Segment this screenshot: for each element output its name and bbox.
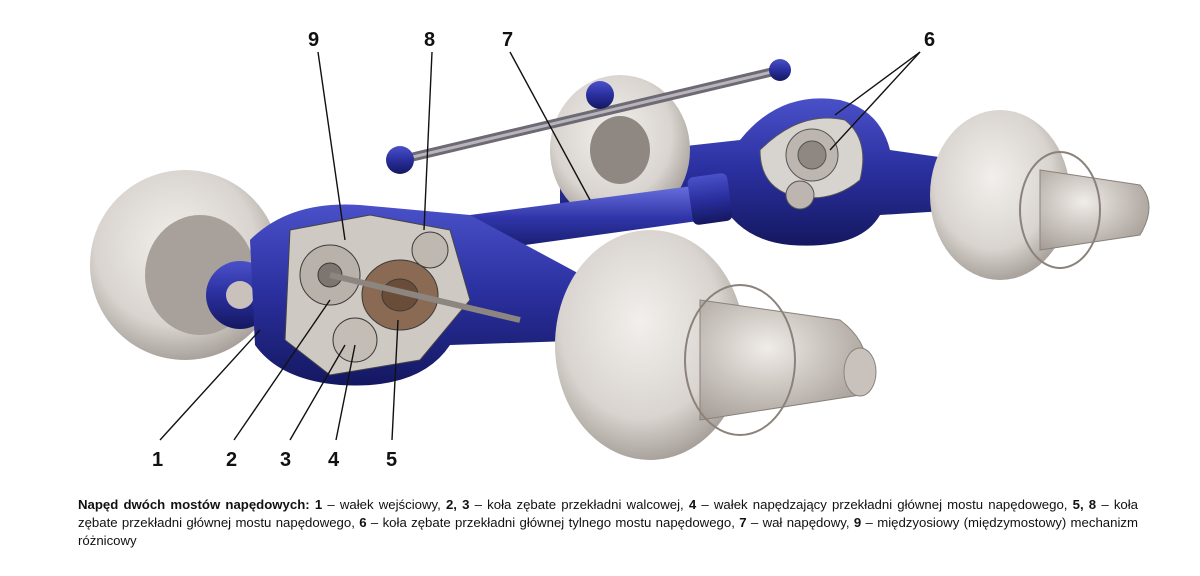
leader-lines xyxy=(159,51,921,441)
rear-right-wheel-drum xyxy=(930,110,1150,280)
caption-text-4: – wałek napędzający przekładni głównej m… xyxy=(696,497,1073,512)
front-axle xyxy=(90,170,877,460)
caption-key-6: 6 xyxy=(359,515,367,530)
caption-key-2-3: 2, 3 xyxy=(445,497,470,512)
caption-title: Napęd dwóch mostów napędowych: xyxy=(78,497,310,512)
callout-5: 5 xyxy=(386,449,397,471)
callout-9: 9 xyxy=(308,29,319,51)
front-left-wheel-drum xyxy=(90,170,280,360)
caption-text-2-3: – koła zębate przekładni walcowej, xyxy=(469,497,689,512)
callout-6: 6 xyxy=(924,29,935,51)
callout-1: 1 xyxy=(152,449,163,471)
rear-gears xyxy=(785,128,839,210)
caption-key-5-8: 5, 8 xyxy=(1072,497,1097,512)
caption-key-9: 9 xyxy=(853,515,862,530)
front-gears xyxy=(299,231,521,363)
callout-7: 7 xyxy=(502,29,513,51)
torque-rod xyxy=(386,59,791,174)
propeller-shaft xyxy=(470,173,733,252)
front-right-wheel-drum xyxy=(555,230,877,460)
tandem-axle-illustration: 1 2 3 4 5 6 7 8 9 xyxy=(90,29,1150,471)
callout-3: 3 xyxy=(280,449,291,471)
caption-text-1: – wałek wejściowy, xyxy=(322,497,446,512)
caption-text-5-8: – koła zębate przekładni głównej mostu n… xyxy=(78,497,1139,530)
caption-key-7: 7 xyxy=(739,515,747,530)
callout-4: 4 xyxy=(328,449,340,471)
rear-axle-housing xyxy=(560,98,960,246)
caption-text-9: – międzyosiowy (międzymostowy) mechanizm… xyxy=(78,515,1138,548)
callout-2: 2 xyxy=(226,449,237,471)
caption-key-4: 4 xyxy=(688,497,697,512)
caption-text-7: – wał napędowy, xyxy=(746,515,854,530)
caption-key-1: 1 xyxy=(314,497,323,512)
figure-caption: Napęd dwóch mostów napędowych: 1 – wałek… xyxy=(78,496,1138,550)
caption-text-6: – koła zębate przekładni głównej tylnego… xyxy=(366,515,740,530)
callout-8: 8 xyxy=(424,29,435,51)
